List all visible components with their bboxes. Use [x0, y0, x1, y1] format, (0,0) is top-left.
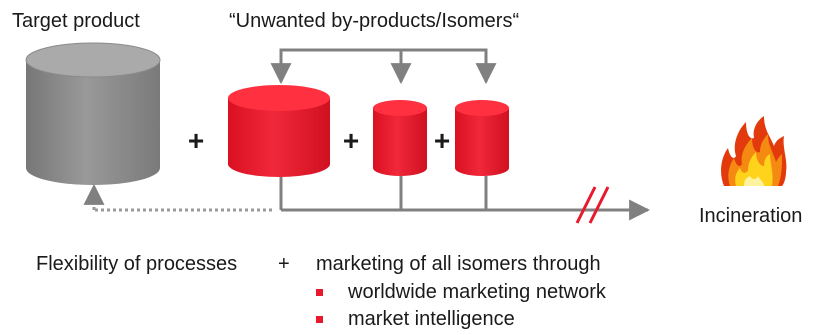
- target-product-label: Target product: [12, 10, 140, 32]
- break-slash-icon: [575, 186, 610, 224]
- flexibility-label: Flexibility of processes: [36, 253, 238, 275]
- bullet-label-2: market intelligence: [348, 308, 515, 330]
- plus-sign-3: +: [434, 125, 450, 156]
- recycle-dotted-arrow: [83, 183, 272, 212]
- bullet-square-icon: [316, 315, 323, 323]
- byproduct-cylinder-small-1: [373, 100, 427, 176]
- bullet-square-icon: [316, 288, 323, 296]
- incineration-label: Incineration: [699, 205, 803, 227]
- flame-icon: [721, 116, 787, 186]
- target-product-cylinder: [25, 42, 161, 185]
- bullet-item-2: market intelligence: [316, 308, 515, 330]
- outflow-lines: [279, 176, 651, 221]
- bottom-plus-sign: +: [278, 253, 290, 275]
- feedback-manifold: [270, 48, 497, 85]
- unwanted-byproducts-label: “Unwanted by-products/Isomers“: [229, 10, 520, 32]
- plus-sign-2: +: [343, 125, 359, 156]
- bullet-label-1: worldwide marketing network: [348, 281, 606, 303]
- plus-sign-1: +: [188, 125, 204, 156]
- bullet-item-1: worldwide marketing network: [316, 281, 606, 303]
- marketing-label: marketing of all isomers through: [316, 253, 601, 275]
- byproduct-cylinder-large: [228, 85, 330, 177]
- byproduct-cylinder-small-2: [455, 100, 509, 176]
